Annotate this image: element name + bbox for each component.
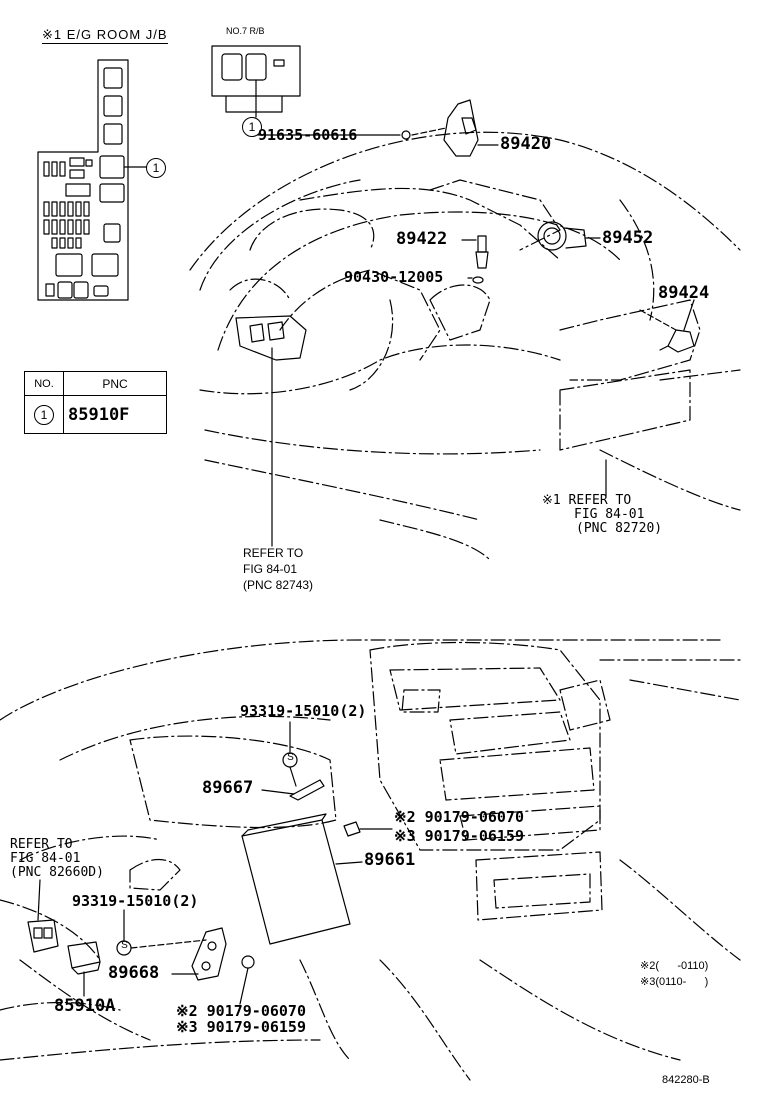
refer-right-top-line2: FIG 84-01 <box>574 507 645 522</box>
bracket-89668-drawing <box>116 909 255 1005</box>
clip-top-drawing <box>343 821 393 837</box>
refer-right-top-line1: ※1 REFER TO <box>542 493 632 508</box>
ecu-89661-drawing <box>241 813 363 945</box>
sensor-89422-drawing <box>461 235 489 284</box>
pnc-table: NO. PNC 1 85910F <box>24 371 167 434</box>
bracket-89667-drawing <box>261 721 325 801</box>
s-mark-left: S <box>121 940 128 951</box>
no7-rb-label: NO.7 R/B <box>226 26 265 36</box>
refer-left-bottom-line2: FIG 84-01 <box>10 851 81 866</box>
note-2: ※2( -0110) <box>640 960 709 972</box>
part-85910a: 85910A <box>54 996 116 1016</box>
part-90179-06070-bottom: ※2 90179-06070 <box>176 1002 306 1020</box>
refer-left-top-line3: (PNC 82743) <box>243 578 314 592</box>
dashboard-outline <box>0 639 741 1081</box>
part-90430-12005: 90430-12005 <box>344 268 444 286</box>
pnc-table-row-no: 1 <box>24 395 64 434</box>
part-89424: 89424 <box>658 283 710 303</box>
part-91635-60616: 91635-60616 <box>258 126 358 144</box>
relay-block-drawing <box>211 45 301 118</box>
sensor-89424-drawing <box>639 299 695 353</box>
part-89420: 89420 <box>500 134 552 154</box>
part-93319-15010-left: 93319-15010(2) <box>72 892 199 910</box>
figure-id: 842280-B <box>662 1074 710 1086</box>
refer-left-top-line2: FIG 84-01 <box>243 562 298 576</box>
junction-block-drawing <box>37 59 147 301</box>
relay-85910a-drawing <box>67 941 101 997</box>
refer-left-bottom-line3: (PNC 82660D) <box>10 865 104 880</box>
note-3: ※3(0110- ) <box>640 976 709 988</box>
refer-left-top: REFER TO FIG 84-01 (PNC 82743) <box>243 545 313 593</box>
engine-bay-outline <box>189 131 741 561</box>
part-89452: 89452 <box>602 228 654 248</box>
sensor-89452-drawing <box>537 221 601 251</box>
pnc-table-header-no: NO. <box>24 371 64 396</box>
s-mark-top: S <box>287 752 294 763</box>
refer-right-top-line3: (PNC 82720) <box>576 521 663 536</box>
part-89422: 89422 <box>396 229 448 249</box>
connector-left-drawing <box>27 879 59 953</box>
part-90179-06159-bottom: ※3 90179-06159 <box>176 1018 306 1036</box>
part-89667: 89667 <box>202 778 254 798</box>
refer-left-bottom: REFER TO FIG 84-01 (PNC 82660D) <box>10 838 104 880</box>
part-93319-15010-top: 93319-15010(2) <box>240 702 367 720</box>
part-89668: 89668 <box>108 963 160 983</box>
refer-left-top-line1: REFER TO <box>243 546 304 560</box>
callout-circle-rb: 1 <box>242 117 262 137</box>
part-90179-06070-top: ※2 90179-06070 <box>394 808 524 826</box>
eg-room-jb-label: ※1 E/G ROOM J/B <box>42 27 168 44</box>
sensor-89420-drawing <box>257 99 499 157</box>
module-drawing <box>235 315 307 547</box>
pnc-table-row-no-circle: 1 <box>34 404 54 425</box>
part-89661: 89661 <box>364 850 416 870</box>
pnc-table-header-pnc: PNC <box>63 371 167 396</box>
refer-left-bottom-line1: REFER TO <box>10 837 73 852</box>
refer-right-top: ※1 REFER TO FIG 84-01 (PNC 82720) <box>542 494 662 536</box>
callout-circle-jb: 1 <box>146 158 166 178</box>
part-90179-06159-top: ※3 90179-06159 <box>394 827 524 845</box>
pnc-table-row-pnc: 85910F <box>63 395 167 434</box>
